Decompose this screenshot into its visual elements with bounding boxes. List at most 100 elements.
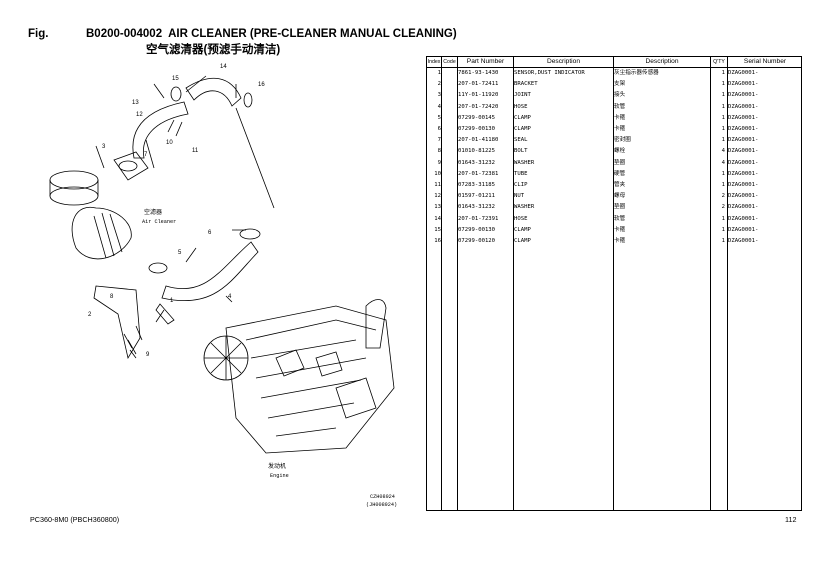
table-header: Index Code Part Number Description Descr… bbox=[427, 57, 801, 68]
callout-9: 9 bbox=[146, 352, 150, 358]
header-part-number: Part Number bbox=[466, 58, 505, 65]
cell-description-en: CLAMP bbox=[514, 238, 531, 244]
callout-12: 12 bbox=[136, 112, 143, 118]
cell-part-number: 07299-00120 bbox=[458, 238, 496, 244]
cell-description-en: CLAMP bbox=[514, 226, 531, 233]
joint-3-drawing bbox=[113, 151, 149, 181]
callout-4: 4 bbox=[228, 294, 232, 300]
cell-index: 13 bbox=[434, 204, 441, 211]
clamp-16-drawing bbox=[243, 92, 253, 108]
callout-10: 10 bbox=[166, 140, 173, 146]
cell-serial: DZAG0001- bbox=[728, 148, 759, 155]
cell-description-en: HOSE bbox=[514, 103, 528, 110]
cell-description-en: CLIP bbox=[514, 182, 528, 188]
figure-title-chinese: 空气滤清器(预滤手动清洁) bbox=[146, 44, 281, 56]
cell-description-en: HOSE bbox=[514, 215, 528, 222]
cell-description-cn: 垫圈 bbox=[614, 159, 626, 166]
header-index: Index bbox=[427, 59, 441, 65]
cell-qty: 1 bbox=[721, 92, 725, 99]
cell-description-en: CLAMP bbox=[514, 114, 531, 121]
drawing-number: CZH08924 bbox=[370, 494, 395, 500]
column-divider bbox=[513, 57, 514, 510]
parts-table: Index Code Part Number Description Descr… bbox=[426, 56, 802, 511]
cell-part-number: 207-01-41180 bbox=[458, 137, 499, 144]
callout-6: 6 bbox=[208, 230, 212, 236]
cell-part-number: 01643-31232 bbox=[458, 204, 496, 211]
cell-qty: 1 bbox=[721, 215, 725, 222]
cell-qty: 1 bbox=[721, 137, 725, 144]
cell-serial: DZAG0001- bbox=[728, 182, 759, 188]
cell-description-en: CLAMP bbox=[514, 126, 531, 132]
header-description-en: Description bbox=[547, 58, 580, 65]
callout-3: 3 bbox=[102, 144, 106, 150]
cell-part-number: 01597-01211 bbox=[458, 193, 496, 200]
cell-description-cn: 支架 bbox=[614, 81, 626, 88]
cell-serial: DZAG0001- bbox=[728, 103, 759, 110]
cell-part-number: 07299-00145 bbox=[458, 114, 496, 121]
column-divider bbox=[710, 57, 711, 510]
cell-index: 6 bbox=[437, 126, 441, 132]
cell-description-en: SEAL bbox=[514, 137, 528, 144]
header-qty: Q'TY bbox=[713, 59, 725, 65]
cell-description-en: SENSOR,DUST INDICATOR bbox=[514, 70, 585, 76]
cell-description-en: WASHER bbox=[514, 159, 535, 166]
model-number: PC360-8M0 (PBCH360800) bbox=[30, 515, 120, 524]
cell-index: 7 bbox=[437, 137, 441, 144]
cell-description-cn: 软管 bbox=[614, 103, 626, 110]
cell-index: 1 bbox=[437, 70, 441, 76]
cell-serial: DZAG0001- bbox=[728, 204, 759, 211]
air-cleaner-label-cn: 空滤器 bbox=[144, 208, 162, 216]
figure-code: B0200-004002 bbox=[86, 28, 163, 40]
cell-qty: 4 bbox=[721, 159, 725, 166]
cell-description-en: BRACKET bbox=[514, 81, 538, 88]
tube-10-drawing bbox=[132, 101, 189, 159]
cell-serial: DZAG0001- bbox=[728, 92, 759, 99]
callout-16: 16 bbox=[258, 82, 265, 88]
cell-part-number: 01010-81225 bbox=[458, 148, 496, 155]
bracket-2-drawing bbox=[93, 285, 141, 360]
cell-serial: DZAG0001- bbox=[728, 170, 759, 177]
dust-indicator-drawing bbox=[155, 303, 175, 325]
callout-1: 1 bbox=[170, 298, 174, 304]
cell-qty: 1 bbox=[721, 182, 725, 188]
air-cleaner-label-en: Air Cleaner bbox=[142, 219, 176, 225]
header-serial: Serial Number bbox=[743, 58, 787, 65]
callout-7: 7 bbox=[144, 152, 148, 158]
cell-description-cn: 接头 bbox=[614, 92, 626, 99]
figure-title: AIR CLEANER (PRE-CLEANER MANUAL CLEANING… bbox=[168, 28, 457, 40]
cell-serial: DZAG0001- bbox=[728, 137, 759, 144]
cell-description-cn: 螺栓 bbox=[614, 148, 626, 155]
cell-serial: DZAG0001- bbox=[728, 238, 759, 244]
cell-description-cn: 垫圈 bbox=[614, 204, 626, 211]
cell-serial: DZAG0001- bbox=[728, 159, 759, 166]
cell-part-number: 7861-93-1430 bbox=[458, 70, 499, 76]
cell-description-cn: 硬管 bbox=[614, 170, 626, 177]
cell-qty: 1 bbox=[721, 170, 725, 177]
drawing-number-alt: (JH008924) bbox=[366, 502, 397, 508]
cell-index: 5 bbox=[437, 114, 441, 121]
cell-description-cn: 密封圈 bbox=[614, 137, 631, 144]
cell-index: 14 bbox=[434, 215, 441, 222]
cell-part-number: 11Y-01-11920 bbox=[458, 92, 499, 99]
cell-description-en: NUT bbox=[514, 193, 525, 200]
cell-index: 4 bbox=[437, 103, 441, 110]
cell-qty: 1 bbox=[721, 238, 725, 244]
cell-description-cn: 软管 bbox=[614, 215, 626, 222]
callout-5: 5 bbox=[178, 250, 182, 256]
engine-label-cn: 发动机 bbox=[268, 462, 286, 470]
cell-qty: 1 bbox=[721, 103, 725, 110]
column-divider bbox=[727, 57, 728, 510]
air-cleaner-body-drawing bbox=[71, 206, 132, 260]
cell-index: 2 bbox=[437, 81, 441, 88]
hose-14-drawing bbox=[185, 77, 242, 107]
cell-part-number: 207-01-72420 bbox=[458, 103, 499, 110]
cell-part-number: 07299-00130 bbox=[458, 226, 496, 233]
cell-index: 11 bbox=[434, 182, 441, 188]
